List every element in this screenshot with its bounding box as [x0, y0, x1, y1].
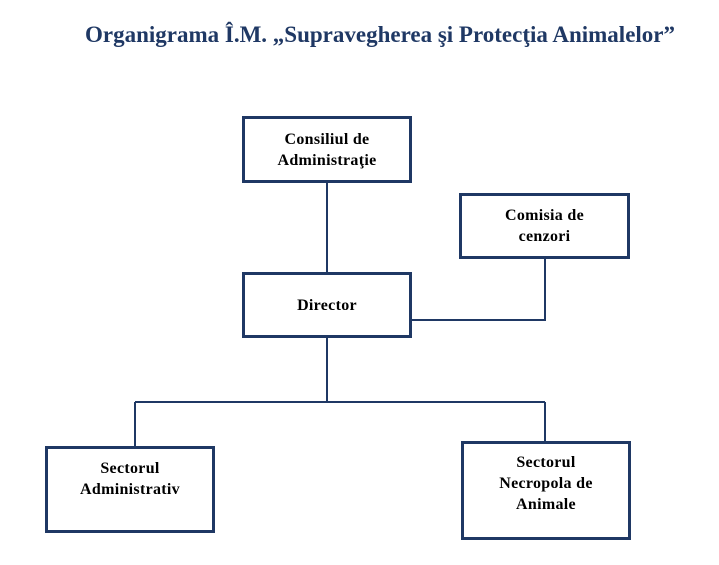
node-label: Sectorul Necropola de Animale: [499, 454, 593, 513]
node-label: Comisia de cenzori: [505, 207, 584, 245]
line-director-cenzori: [412, 259, 546, 321]
node-label: Director: [297, 296, 357, 314]
page-title: Organigrama Î.M. „Supravegherea şi Prote…: [84, 22, 676, 47]
node-comisia-de-cenzori: Comisia de cenzori: [459, 193, 630, 259]
node-consiliul-de-administratie: Consiliul de Administraţie: [242, 116, 412, 183]
node-sectorul-necropola-de-animale: Sectorul Necropola de Animale: [461, 441, 631, 540]
node-label: Sectorul Administrativ: [80, 459, 180, 498]
node-label: Consiliul de Administraţie: [277, 130, 377, 169]
node-sectorul-administrativ: Sectorul Administrativ: [45, 446, 215, 533]
node-director: Director: [242, 272, 412, 338]
